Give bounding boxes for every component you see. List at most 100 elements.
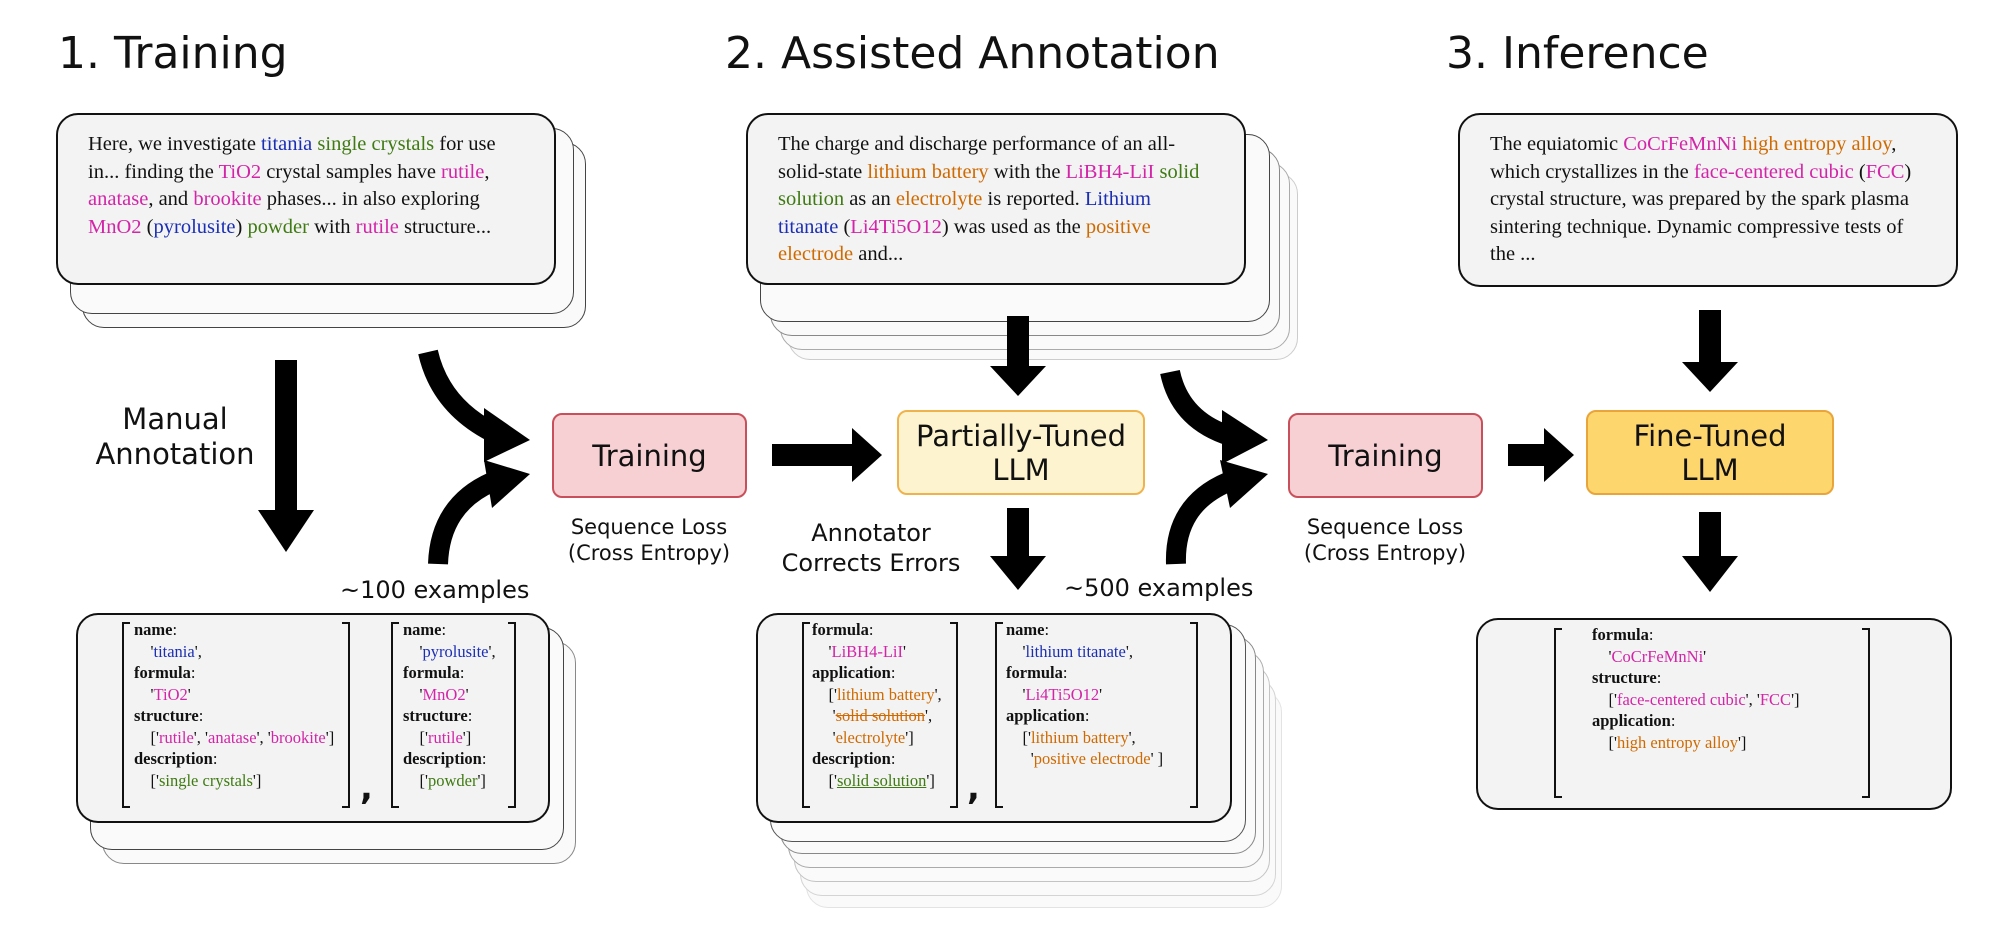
entity-span: rutile [158, 727, 194, 747]
sequence-loss-label-2: Sequence Loss(Cross Entropy) [1303, 515, 1467, 565]
json-line: description: [134, 748, 334, 770]
text-span: : [1062, 663, 1068, 682]
entity-span: description [403, 749, 482, 768]
entity-span: FCC [1759, 689, 1792, 709]
arrow-curve-json-to-training [428, 460, 530, 565]
entity-span: pyrolusite [153, 215, 236, 238]
training-node-1: Training [552, 413, 747, 498]
entity-span: titania [153, 641, 195, 661]
text-span: ' ] [1150, 749, 1164, 768]
entity-span: lithium battery [867, 160, 989, 183]
json-line: formula: [1592, 624, 1800, 646]
text-span: ', [934, 684, 942, 704]
arrow-curve-passage-to-training-2 [1160, 369, 1268, 464]
text-span: ) crystal structure, was prepared by the… [1490, 160, 1912, 266]
json-line: 'Li4Ti5O12' [1006, 684, 1163, 706]
entity-span: name [403, 620, 442, 639]
entity-span: TiO2 [218, 160, 262, 183]
entity-span: name [1006, 620, 1045, 639]
json-line: application: [1592, 710, 1800, 732]
entity-span: description [812, 749, 891, 768]
text-span: '] [1791, 689, 1800, 709]
entity-span: electrolyte [895, 188, 983, 210]
text-span: : [1670, 711, 1676, 730]
text-span: ( [838, 215, 851, 238]
json-line: description: [403, 748, 496, 770]
json-line: formula: [812, 619, 942, 641]
entity-span: application [1592, 711, 1671, 730]
examples-500-label: ~500 examples [1064, 574, 1254, 602]
text-span: : [459, 663, 465, 682]
arrow-down-passage-to-partial [990, 316, 1046, 396]
text-span: and... [853, 243, 904, 265]
json-line: ['lithium battery', [812, 684, 942, 706]
heading-inference: 3. Inference [1446, 28, 1709, 79]
record-separator-comma: , [360, 768, 373, 808]
entity-span: LiBH4-LiI [831, 641, 903, 661]
text-span: ' [1592, 646, 1612, 666]
json-line: structure: [403, 705, 496, 727]
json-record-pyrolusite: name: 'pyrolusite',formula: 'MnO2'struct… [403, 619, 496, 791]
entity-span: rutile [355, 215, 399, 238]
text-span: ' [812, 641, 832, 661]
text-span: as an [844, 188, 896, 210]
entity-span: titania [261, 133, 313, 155]
training-passage: Here, we investigate titania single crys… [56, 113, 556, 285]
entity-span: lithium battery [1030, 727, 1129, 747]
entity-span: FCC [1865, 160, 1905, 183]
json-record-cocrfemnni: formula: 'CoCrFeMnNi'structure: ['face-c… [1592, 624, 1800, 753]
json-line: ['powder'] [403, 770, 496, 792]
text-span: [' [1006, 727, 1031, 747]
entity-span: structure [1592, 668, 1657, 687]
bracket-left [802, 622, 810, 808]
json-line: name: [134, 619, 334, 641]
text-span: ', ' [256, 727, 271, 747]
json-line: ['single crystals'] [134, 770, 334, 792]
json-line: 'TiO2' [134, 684, 334, 706]
text-span: [' [1592, 689, 1617, 709]
text-span: with the [988, 160, 1066, 183]
assisted-json-card [756, 613, 1232, 823]
text-span: The equiatomic [1490, 133, 1624, 155]
entity-span: lithium battery [836, 684, 935, 704]
entity-span: description [134, 749, 213, 768]
text-span: for use in... finding the [88, 133, 496, 183]
text-span: ) [235, 215, 248, 238]
text-span: Here, we investigate [88, 133, 262, 155]
entity-span: positive electrode [1033, 749, 1151, 768]
json-line: 'electrolyte'] [812, 727, 942, 749]
text-span: : [198, 706, 204, 725]
sequence-loss-label-1: Sequence Loss(Cross Entropy) [567, 515, 731, 565]
entity-span: anatase [88, 188, 149, 210]
json-line: 'MnO2' [403, 684, 496, 706]
json-record-lithium-titanate: name: 'lithium titanate',formula: 'Li4Ti… [1006, 619, 1163, 770]
arrow-curve-json-to-training-2 [1165, 460, 1268, 565]
text-span: : [467, 706, 473, 725]
text-span: ' [134, 641, 154, 661]
text-span: ' [134, 684, 154, 704]
text-span: [' [134, 770, 159, 790]
text-span: ' [1099, 684, 1103, 704]
entity-span: brookite [270, 727, 326, 747]
entity-span: formula [812, 620, 869, 639]
text-span: : [481, 749, 487, 768]
entity-span: anatase [208, 727, 257, 747]
text-span: ( [141, 215, 154, 238]
entity-span: electrolyte [835, 727, 906, 747]
text-span: [' [1592, 732, 1617, 752]
json-line: description: [812, 748, 942, 770]
text-span: : [212, 749, 218, 768]
text-span: ' [1703, 646, 1707, 666]
text-span: ' [465, 684, 469, 704]
entity-span: MnO2 [88, 215, 142, 238]
text-span: [' [812, 770, 837, 790]
text-span: , and [148, 188, 194, 210]
heading-training: 1. Training [58, 28, 288, 79]
bracket-left [391, 622, 399, 808]
text-span: ' [187, 684, 191, 704]
entity-span: CoCrFeMnNi [1611, 646, 1704, 666]
entity-span: application [1006, 706, 1085, 725]
